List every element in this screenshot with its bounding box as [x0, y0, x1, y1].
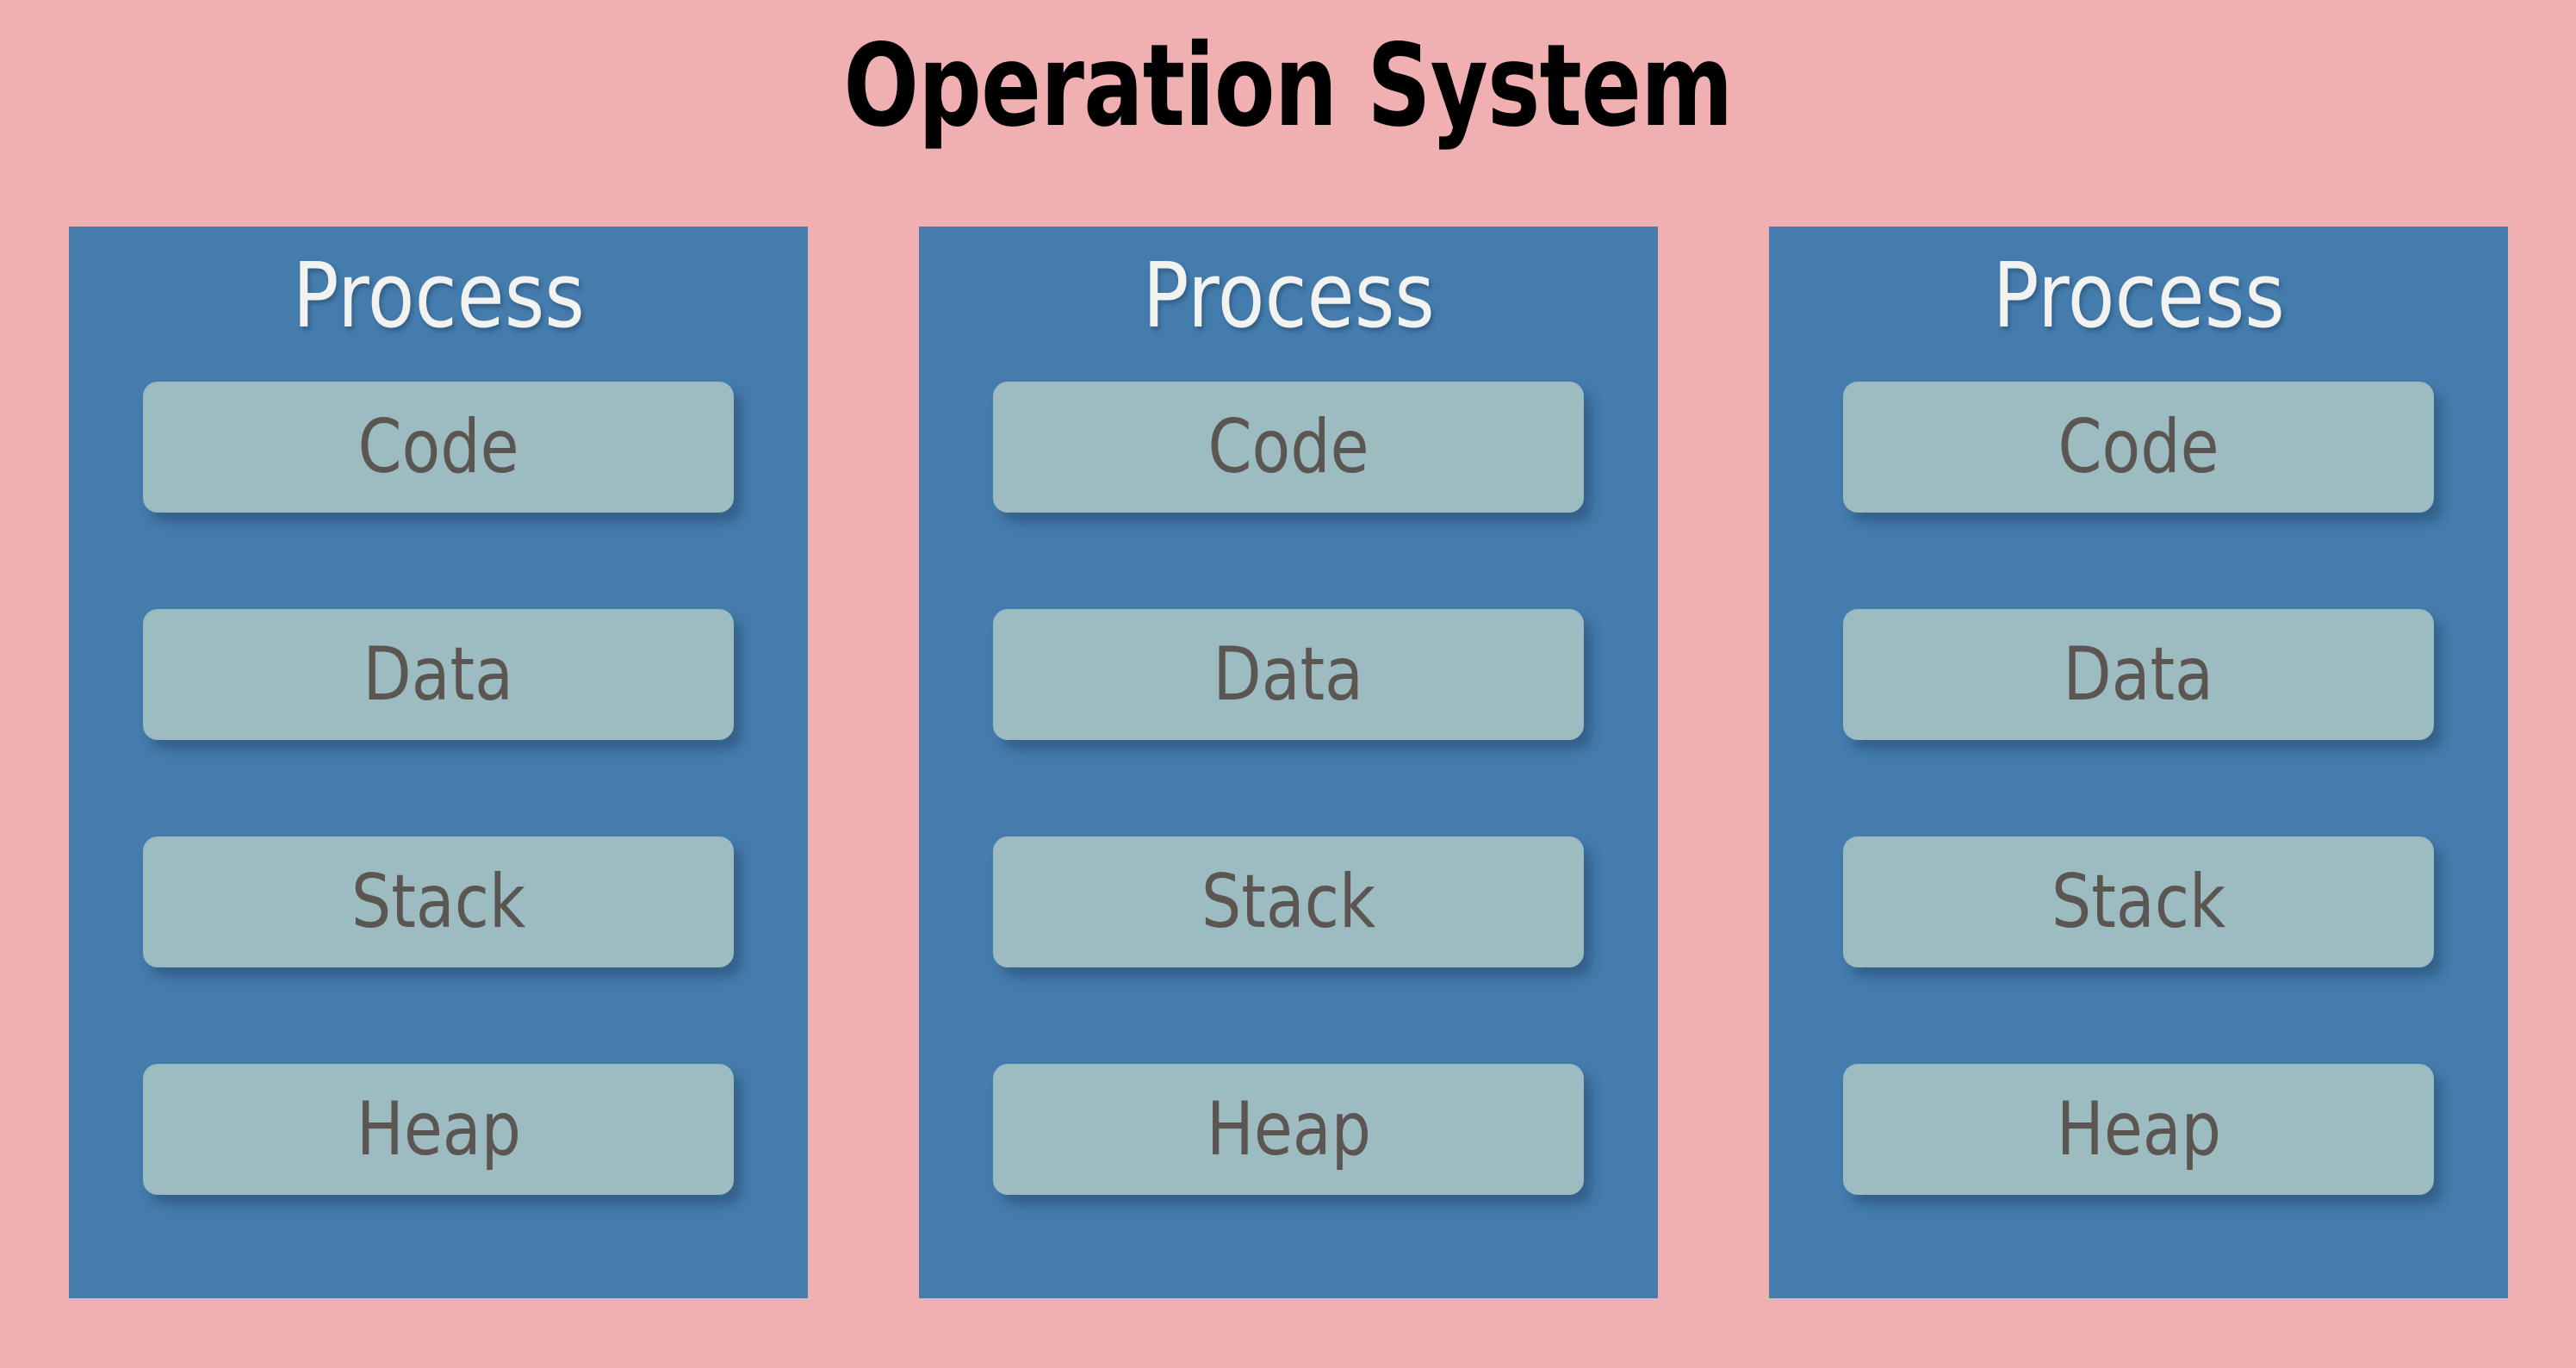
memory-segment-heap-1: Heap: [143, 1064, 734, 1195]
memory-segments-2: Code Data Stack Heap: [919, 382, 1658, 1195]
memory-segment-label: Heap: [1206, 1086, 1371, 1172]
process-box-3: Process Code Data Stack Heap: [1769, 227, 2508, 1298]
process-row: Process Code Data Stack Heap Process: [69, 227, 2508, 1298]
memory-segment-data-2: Data: [993, 609, 1584, 740]
memory-segment-code-3: Code: [1843, 382, 2434, 513]
memory-segment-label: Data: [363, 631, 514, 718]
memory-segment-label: Code: [1207, 404, 1369, 490]
process-title-1: Process: [292, 243, 585, 348]
memory-segment-label: Data: [1213, 631, 1364, 718]
memory-segment-label: Data: [2063, 631, 2214, 718]
process-box-2: Process Code Data Stack Heap: [919, 227, 1658, 1298]
memory-segment-code-2: Code: [993, 382, 1584, 513]
memory-segment-heap-2: Heap: [993, 1064, 1584, 1195]
memory-segments-3: Code Data Stack Heap: [1769, 382, 2508, 1195]
memory-segment-stack-1: Stack: [143, 836, 734, 967]
memory-segment-data-1: Data: [143, 609, 734, 740]
memory-segments-1: Code Data Stack Heap: [69, 382, 808, 1195]
memory-segment-label: Stack: [351, 859, 526, 945]
memory-segment-stack-2: Stack: [993, 836, 1584, 967]
memory-segment-code-1: Code: [143, 382, 734, 513]
process-title-3: Process: [1992, 243, 2285, 348]
memory-segment-label: Stack: [2051, 859, 2226, 945]
memory-segment-data-3: Data: [1843, 609, 2434, 740]
page-title: Operation System: [843, 20, 1733, 152]
process-box-1: Process Code Data Stack Heap: [69, 227, 808, 1298]
process-title-2: Process: [1142, 243, 1435, 348]
memory-segment-heap-3: Heap: [1843, 1064, 2434, 1195]
memory-segment-label: Code: [357, 404, 519, 490]
memory-segment-stack-3: Stack: [1843, 836, 2434, 967]
memory-segment-label: Heap: [2056, 1086, 2221, 1172]
memory-segment-label: Heap: [356, 1086, 521, 1172]
memory-segment-label: Stack: [1201, 859, 1376, 945]
memory-segment-label: Code: [2058, 404, 2219, 490]
